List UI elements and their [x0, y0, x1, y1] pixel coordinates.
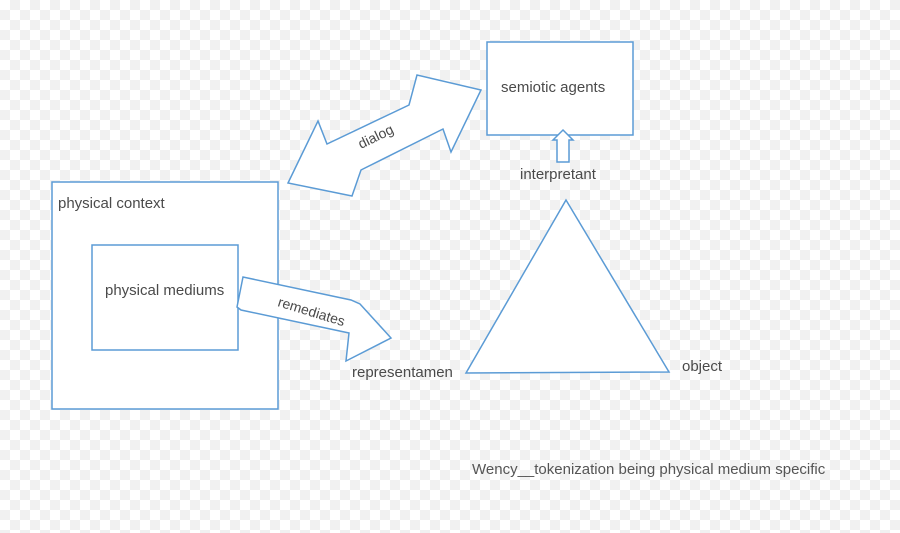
representamen-label: representamen	[352, 364, 453, 381]
semiotic-agents-label: semiotic agents	[501, 79, 605, 96]
physical-mediums-box	[91, 244, 239, 351]
object-label: object	[682, 358, 723, 375]
remediates-arrow	[236, 276, 393, 363]
interpretant-label: interpretant	[520, 166, 597, 183]
diagram-caption: Wency__tokenization being physical mediu…	[472, 461, 826, 478]
dialog-double-arrow	[286, 74, 483, 197]
semiotic-agents-box	[486, 41, 634, 136]
physical-mediums-label: physical mediums	[105, 282, 224, 299]
physical-context-label: physical context	[58, 195, 166, 212]
semiotic-triangle	[464, 198, 671, 374]
interpretant-up-arrow	[551, 128, 575, 163]
